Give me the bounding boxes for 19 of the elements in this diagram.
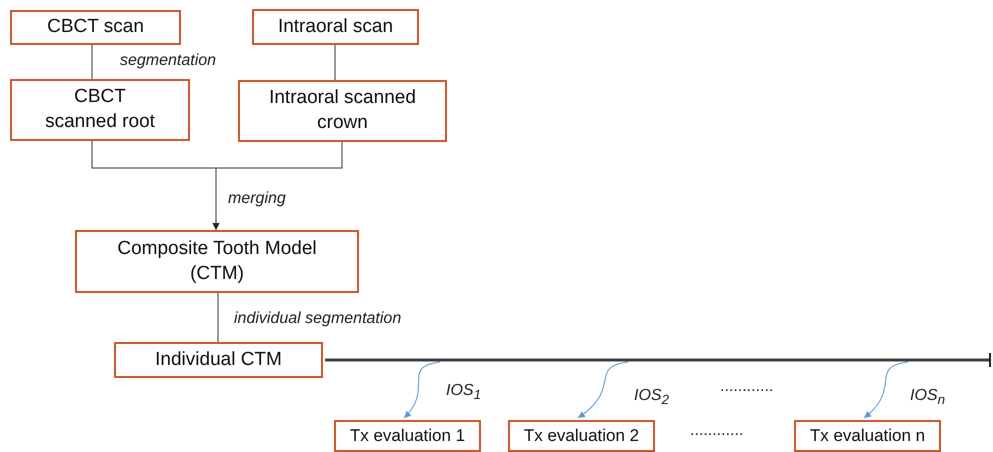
curved-arrow [404, 362, 440, 418]
process-box: Individual CTM [114, 342, 323, 378]
process-box: Tx evaluation 1 [334, 420, 481, 452]
curved-arrow [578, 362, 628, 418]
process-box: Intraoral scanned crown [238, 80, 447, 142]
curved-arrow [864, 362, 908, 418]
ellipsis-text: ............ [720, 378, 774, 396]
edge-label: individual segmentation [232, 310, 404, 328]
process-box: CBCT scan [10, 10, 181, 45]
process-box: Intraoral scan [252, 9, 419, 45]
edge-label: merging [226, 190, 288, 208]
process-box: CBCT scanned root [10, 79, 190, 141]
connector [212, 142, 342, 230]
process-box: Tx evaluation n [794, 420, 941, 452]
edge-label: segmentation [118, 52, 218, 70]
process-box: Composite Tooth Model (CTM) [75, 230, 359, 293]
ellipsis-text: ............ [690, 422, 744, 440]
connector [334, 44, 336, 80]
process-box: Tx evaluation 2 [508, 420, 655, 452]
